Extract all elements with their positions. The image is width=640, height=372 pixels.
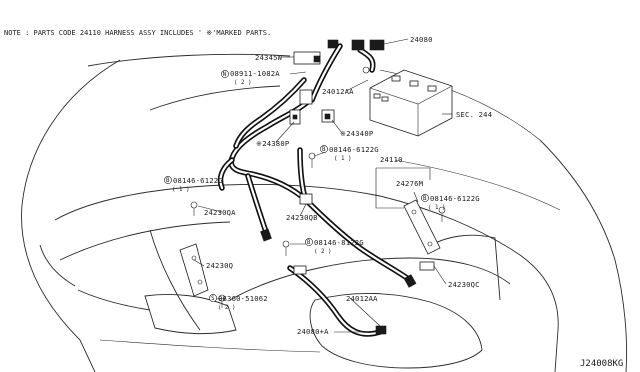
parts-note: NOTE : PARTS CODE 24110 HARNESS ASSY INC… [4, 29, 271, 37]
prefix-b-4: B [307, 240, 311, 246]
label-24080: 24080 [410, 35, 433, 44]
label-08360-qty: ( 2 ) [218, 305, 235, 311]
label-08146-6122g-left: 08146-6122G [173, 176, 223, 185]
label-08146-6122g-right-qty: ( 1 ) [428, 205, 445, 211]
battery-cables [309, 39, 385, 103]
label-24110: 24110 [380, 155, 403, 164]
label-08146-6122g-center: 08146-6122G [329, 145, 379, 154]
label-24230q: 24230Q [206, 261, 233, 270]
label-24230qa: 24230QA [204, 208, 236, 217]
battery [369, 69, 453, 137]
label-24012aa-bottom: 24012AA [346, 294, 378, 303]
prefix-s: S [211, 296, 215, 302]
label-08360-51062: 08360-51062 [218, 294, 268, 303]
small-parts [179, 51, 446, 308]
label-08146-6122g-right: 08146-6122G [430, 194, 480, 203]
label-24230qb: 24230QB [286, 213, 318, 222]
diagram-code: J24008KG [580, 359, 623, 369]
label-24230qc: 24230QC [448, 280, 480, 289]
prefix-b-1: B [322, 147, 326, 153]
label-24012aa-top: 24012AA [322, 87, 354, 96]
prefix-markers: N B B B B S [164, 70, 429, 302]
label-24080-a: 24080+A [297, 327, 329, 336]
label-sec-244: SEC. 244 [456, 110, 492, 119]
prefix-b-3: B [423, 196, 427, 202]
part-labels: 24080 24345W 08911-1082A ( 2 ) 24012AA S… [172, 35, 492, 336]
prefix-b-2: B [166, 178, 170, 184]
label-08911-1082a: 08911-1082A [230, 69, 280, 78]
label-08146-8122g: 08146-8122G [314, 238, 364, 247]
label-24380p: ※24380P [256, 139, 289, 148]
label-08146-6122g-left-qty: ( 1 ) [172, 187, 189, 193]
car-body-outline [21, 53, 628, 372]
label-08911-qty: ( 2 ) [234, 80, 251, 86]
label-08146-8122g-qty: ( 2 ) [314, 249, 331, 255]
label-24340p: ※24340P [340, 129, 373, 138]
label-24276m: 24276M [396, 179, 424, 188]
label-08146-6122g-center-qty: ( 1 ) [334, 156, 351, 162]
label-24345w: 24345W [255, 53, 283, 62]
prefix-n: N [223, 72, 227, 78]
